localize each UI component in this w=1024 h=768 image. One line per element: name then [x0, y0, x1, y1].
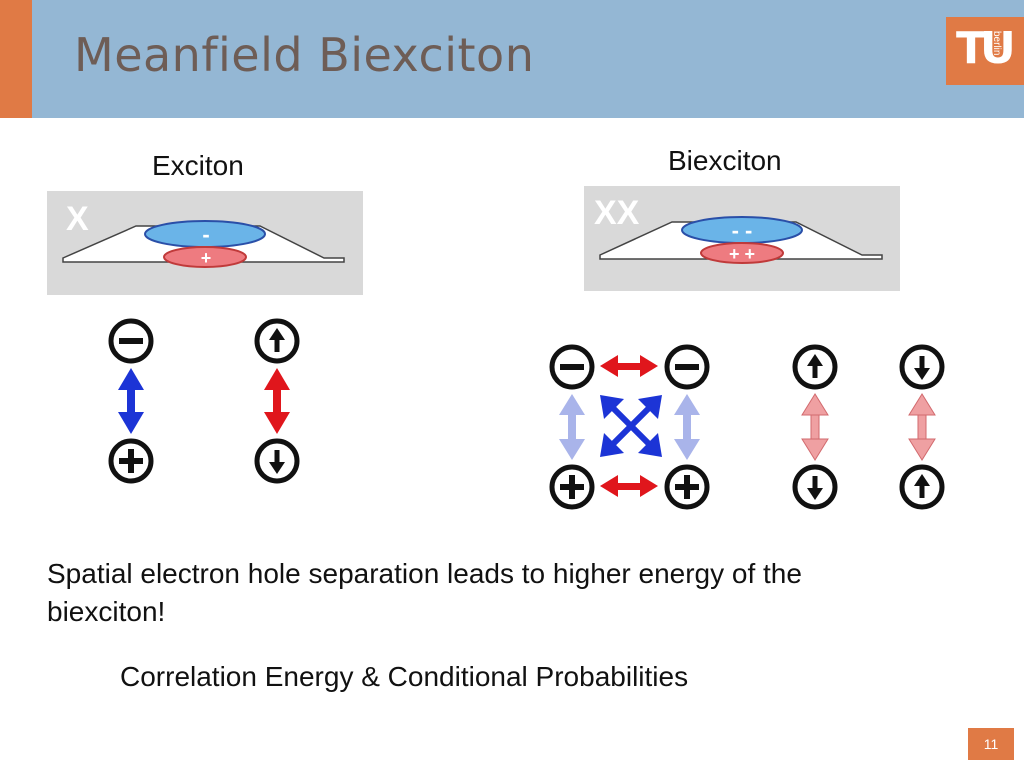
biexciton-spins	[795, 347, 942, 507]
header-bar: Meanfield Biexciton TU berlin	[0, 0, 1024, 118]
blue-double-arrow-icon	[118, 368, 144, 434]
biexciton-hole-sign: + +	[729, 244, 755, 264]
biexciton-charges	[552, 347, 707, 507]
blue-cross-arrowheads	[600, 395, 662, 457]
exciton-panel-label: X	[66, 200, 89, 238]
light-blue-double-arrow-icon	[559, 394, 585, 460]
header-accent-strip	[0, 0, 32, 118]
page-number: 11	[968, 728, 1014, 760]
hole-plus-icon	[667, 467, 707, 507]
spin-down-icon	[257, 441, 297, 481]
exciton-charge-spin	[111, 321, 297, 481]
exciton-hole-sign: +	[201, 248, 212, 268]
subtitle-text: Correlation Energy & Conditional Probabi…	[120, 661, 689, 692]
spin-down-icon	[902, 347, 942, 387]
biexciton-heading: Biexciton	[668, 145, 782, 176]
spin-up-icon	[795, 347, 835, 387]
exciton-heading: Exciton	[152, 150, 244, 181]
light-blue-double-arrow-icon	[674, 394, 700, 460]
light-red-double-arrow-icon	[801, 393, 829, 461]
spin-down-icon	[795, 467, 835, 507]
exciton-dot-diagram: X - +	[62, 200, 345, 268]
tu-berlin-logo: TU berlin	[946, 17, 1024, 85]
red-double-arrow-icon	[264, 368, 290, 434]
exciton-hole-cloud	[163, 246, 247, 268]
biexciton-hole-cloud	[700, 242, 784, 264]
hole-plus-icon	[111, 441, 151, 481]
slide-title: Meanfield Biexciton	[74, 28, 535, 82]
hole-plus-icon	[552, 467, 592, 507]
spin-up-icon	[257, 321, 297, 361]
electron-minus-icon	[667, 347, 707, 387]
exciton-electron-sign: -	[202, 222, 209, 247]
light-red-double-arrow-icon	[908, 393, 936, 461]
biexciton-panel-label: XX	[594, 194, 640, 232]
blue-cross-arrows-icon	[607, 402, 655, 450]
spin-up-icon	[902, 467, 942, 507]
red-horizontal-arrow-icon	[600, 355, 658, 377]
logo-text: TU	[956, 23, 1016, 74]
red-horizontal-arrow-icon	[600, 475, 658, 497]
statement-text: Spatial electron hole separation leads t…	[47, 558, 802, 627]
electron-minus-icon	[111, 321, 151, 361]
biexciton-dot-diagram: XX - - + +	[594, 194, 883, 264]
biexciton-electron-sign: - -	[732, 218, 753, 243]
electron-minus-icon	[552, 347, 592, 387]
